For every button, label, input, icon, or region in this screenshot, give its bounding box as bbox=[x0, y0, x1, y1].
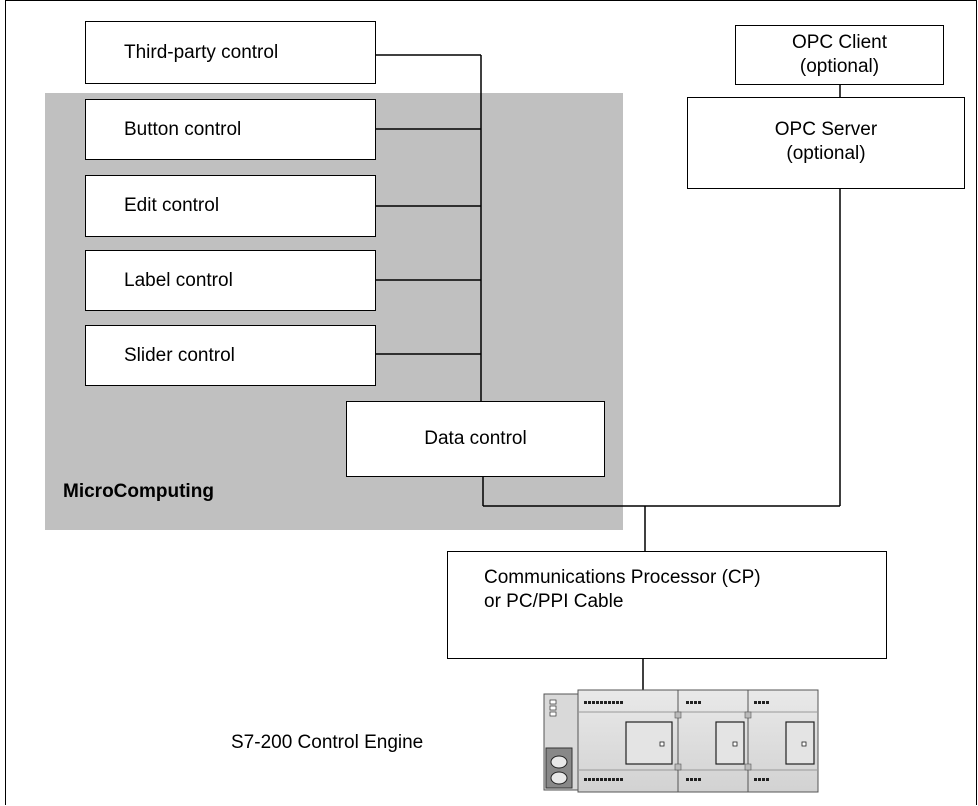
plc-label: S7-200 Control Engine bbox=[231, 732, 424, 753]
opc-client-optional: (optional) bbox=[799, 56, 880, 77]
slider-control-label: Slider control bbox=[124, 344, 235, 366]
s7-200-plc-illustration bbox=[543, 689, 819, 793]
opc-server-title: OPC Server bbox=[774, 119, 878, 140]
diagram-frame bbox=[5, 0, 977, 805]
third-party-control-label: Third-party control bbox=[124, 41, 279, 63]
button-control-label: Button control bbox=[124, 118, 242, 140]
edit-control-box: Edit control bbox=[85, 175, 376, 237]
data-control-label: Data control bbox=[424, 428, 527, 449]
cp-title: Communications Processor (CP) bbox=[484, 567, 761, 588]
label-control-label: Label control bbox=[124, 269, 233, 291]
opc-server-optional: (optional) bbox=[786, 143, 866, 164]
third-party-control-box: Third-party control bbox=[85, 21, 376, 84]
microcomputing-label: MicroComputing bbox=[63, 481, 214, 502]
button-control-box: Button control bbox=[85, 99, 376, 160]
label-control-box: Label control bbox=[85, 250, 376, 311]
opc-client-box: OPC Client (optional) bbox=[735, 25, 944, 85]
edit-control-label: Edit control bbox=[124, 195, 220, 216]
cp-subtitle: or PC/PPI Cable bbox=[484, 591, 624, 612]
communications-processor-box: Communications Processor (CP) or PC/PPI … bbox=[447, 551, 887, 659]
data-control-box: Data control bbox=[346, 401, 605, 477]
slider-control-box: Slider control bbox=[85, 325, 376, 386]
opc-server-box: OPC Server (optional) bbox=[687, 97, 965, 189]
opc-client-title: OPC Client bbox=[791, 32, 888, 53]
